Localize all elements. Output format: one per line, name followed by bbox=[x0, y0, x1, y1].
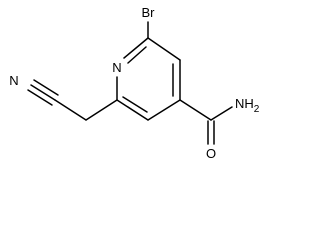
bond-triple-3 bbox=[27, 89, 53, 106]
bond-triple-2 bbox=[33, 79, 59, 96]
bond-c2-c3 bbox=[147, 37, 181, 61]
atom-label-amide-oxygen: O bbox=[206, 146, 216, 161]
bond-c4-c5 bbox=[147, 99, 181, 121]
bond-carbonyl-nh2 bbox=[210, 106, 233, 121]
bond-n1-c2-inner bbox=[127, 46, 147, 64]
bond-n1-c2 bbox=[123, 37, 149, 59]
atom-label-bromine: Br bbox=[142, 5, 156, 20]
bond-c5-c6-inner bbox=[122, 96, 148, 113]
molecule-structure: Br N N NH2 O bbox=[9, 5, 260, 161]
bond-triple-1 bbox=[30, 84, 56, 101]
bond-ch2-cn bbox=[54, 99, 87, 121]
atom-label-amide-amine: NH2 bbox=[235, 96, 260, 115]
atom-label-nitrile-nitrogen: N bbox=[9, 73, 18, 88]
bond-c4-carbonyl bbox=[179, 99, 212, 121]
bond-c5-c6 bbox=[116, 99, 149, 121]
atom-label-ring-nitrogen: N bbox=[112, 60, 121, 75]
bond-c6-ch2 bbox=[85, 99, 118, 121]
